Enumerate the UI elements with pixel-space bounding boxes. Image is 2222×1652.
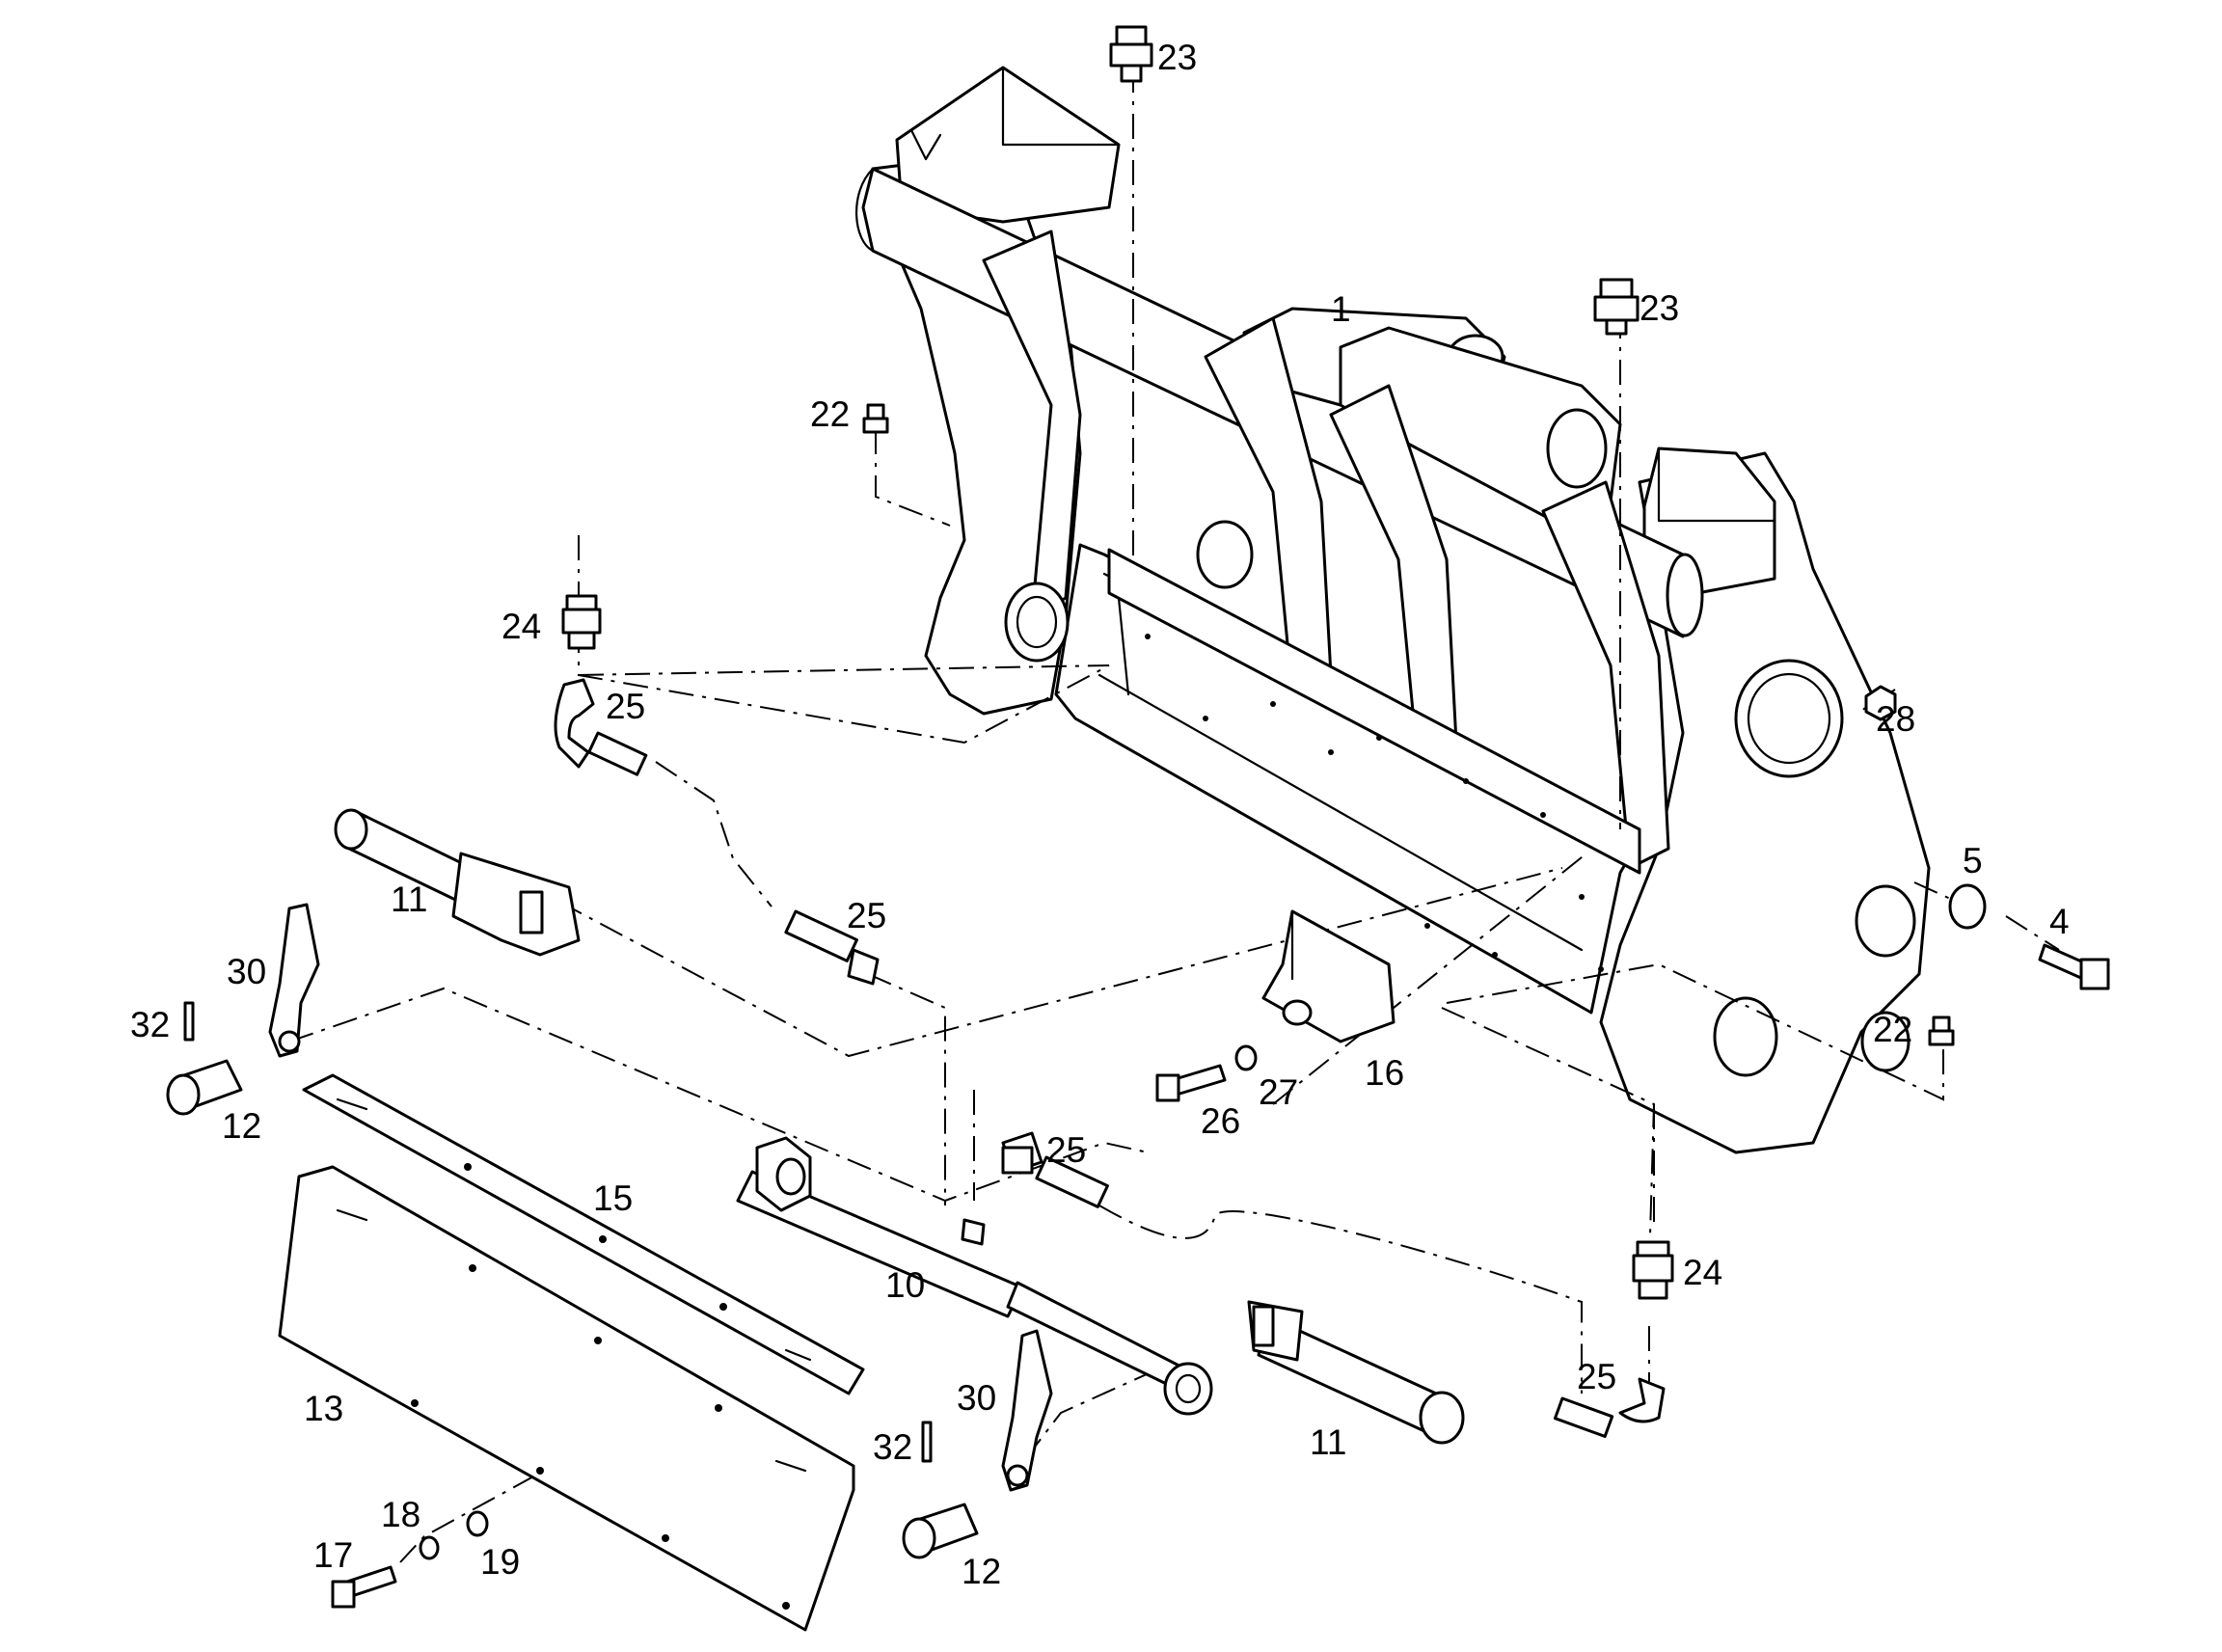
grease-nipple-23-top: [1109, 25, 1153, 83]
bolt-26: [1155, 1064, 1227, 1102]
callout-22-right: 22: [1873, 1010, 1912, 1049]
roll-pin-32-lower: [921, 1421, 933, 1463]
callout-4: 4: [2049, 902, 2070, 941]
hose-fitting-25-upper: [554, 678, 648, 776]
nut-28: [1864, 685, 1897, 721]
callout-12-upper: 12: [222, 1106, 261, 1146]
cover-plate-13: [278, 1165, 855, 1632]
callout-5: 5: [1963, 841, 1983, 880]
adapter-24-right: [1632, 1240, 1674, 1300]
callout-30-lower: 30: [957, 1378, 996, 1418]
callout-labels: 1 23 23 22 22 24 24 25 25 25 25 28 5 4 1…: [130, 38, 2070, 1591]
grease-nipple-22-right: [1928, 1016, 1955, 1046]
adapter-24-left: [561, 594, 602, 650]
callout-32-lower: 32: [873, 1427, 912, 1467]
callout-26: 26: [1201, 1101, 1240, 1141]
washer-5: [1948, 883, 1987, 930]
washer-18: [419, 1535, 440, 1560]
callout-27: 27: [1259, 1072, 1298, 1112]
pin-12-lower: [902, 1503, 979, 1559]
callout-18: 18: [381, 1495, 420, 1534]
bracket-16: [1261, 909, 1396, 1043]
callout-30-upper: 30: [227, 952, 266, 991]
callout-25-center: 25: [1046, 1130, 1086, 1170]
roll-pin-32-upper: [183, 1001, 195, 1042]
wear-strip-15: [302, 1073, 865, 1395]
callout-11-upper: 11: [391, 880, 427, 919]
callout-13: 13: [304, 1389, 343, 1428]
pin-11-upper: [334, 808, 581, 957]
lever-30-upper: [268, 903, 320, 1058]
callout-16: 16: [1365, 1053, 1404, 1093]
callout-19: 19: [480, 1542, 520, 1582]
hose-fitting-25-middle: [784, 909, 880, 986]
bolt-4: [2038, 943, 2110, 990]
callout-24-right: 24: [1683, 1253, 1722, 1292]
callout-23-right: 23: [1639, 288, 1679, 328]
callout-28: 28: [1876, 699, 1915, 739]
callout-22-left: 22: [810, 394, 850, 434]
channel-bolt-holes: [1145, 634, 1604, 972]
grease-nipple-22-left: [862, 403, 889, 434]
quick-coupler-frame: [854, 66, 1931, 1154]
callout-24-left: 24: [501, 607, 541, 646]
screw-fitting-25: [1001, 1146, 1034, 1175]
callout-23-top: 23: [1157, 38, 1197, 77]
pin-12-upper: [166, 1059, 243, 1116]
callout-32-upper: 32: [130, 1005, 170, 1044]
callout-17: 17: [313, 1535, 353, 1575]
bolt-17: [331, 1565, 397, 1609]
callout-15: 15: [593, 1178, 633, 1218]
callout-25-upper: 25: [606, 687, 645, 726]
callout-25-middle: 25: [847, 896, 886, 935]
callout-10: 10: [885, 1265, 925, 1305]
callout-1: 1: [1331, 289, 1351, 329]
washer-27: [1234, 1044, 1258, 1071]
callout-25-lower: 25: [1577, 1357, 1616, 1396]
callout-11-lower: 11: [1310, 1422, 1346, 1462]
hose-fitting-25-lower: [1553, 1377, 1666, 1438]
washer-19: [466, 1510, 489, 1537]
grease-nipple-23-right: [1593, 278, 1639, 336]
pin-11-lower: [1247, 1300, 1465, 1445]
callout-12-lower: 12: [962, 1552, 1001, 1591]
lever-30-lower: [1001, 1329, 1053, 1492]
hydraulic-cylinder-10: [736, 1136, 1213, 1416]
